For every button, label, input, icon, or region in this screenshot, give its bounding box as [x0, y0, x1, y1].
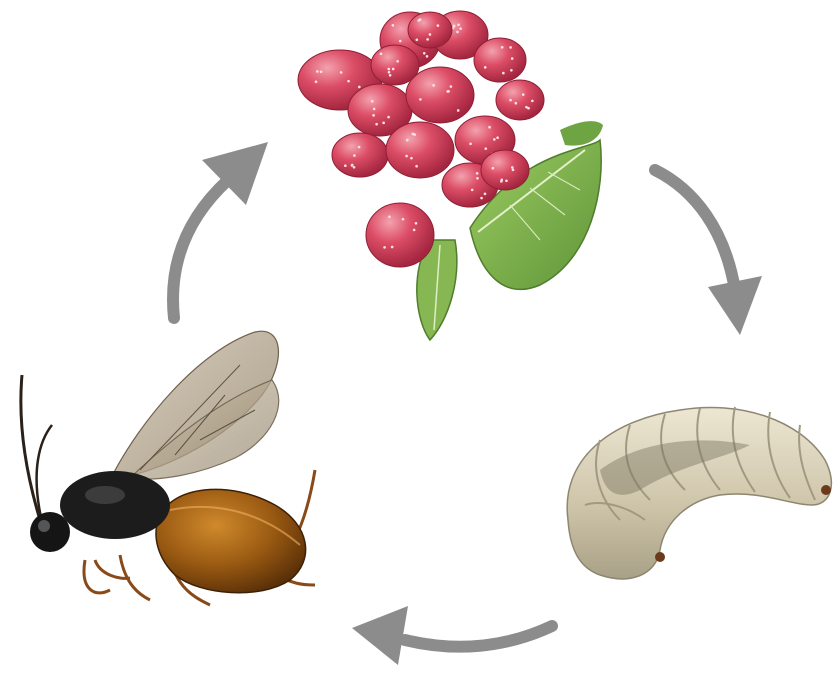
gall-hair [457, 24, 460, 27]
gall-hair [415, 165, 418, 168]
gall-hair [426, 38, 429, 41]
gall-hair [340, 71, 343, 74]
gall-hair [423, 52, 426, 55]
gall-hair [509, 46, 512, 49]
gall-hair [510, 69, 513, 72]
gall-hair [415, 222, 418, 225]
gall-hair [480, 197, 483, 200]
gall-hair [511, 57, 514, 60]
gall-hair [419, 98, 422, 101]
gall-hair [515, 102, 518, 105]
gall-hair [358, 146, 361, 149]
gall-hair [413, 229, 416, 232]
gall-hair [402, 218, 405, 221]
gall-hair [316, 70, 319, 73]
gall-hair [383, 246, 386, 249]
gall-hair [484, 147, 487, 150]
arrow-adult-to-gall [173, 142, 268, 318]
gall-hair [488, 126, 491, 129]
gall-hair [353, 154, 356, 157]
gall-bump [371, 45, 419, 85]
gall-bump [332, 133, 388, 177]
gall-hair [351, 164, 354, 167]
gall-hair [353, 166, 356, 169]
gall-hair [484, 193, 487, 196]
gall-hair [391, 246, 394, 249]
gall-hair [501, 46, 504, 49]
gall-hair [382, 122, 385, 125]
gall-hair [405, 155, 408, 158]
gall-bump [481, 150, 529, 190]
gall-hair [531, 100, 534, 103]
gall-hair [375, 123, 378, 126]
gall-hair [388, 216, 391, 219]
gall-hair [492, 167, 495, 170]
gall-hair [392, 68, 395, 71]
gall-hair [380, 53, 383, 56]
gall-hair [406, 139, 409, 142]
gall-hair [426, 55, 429, 58]
gall-hair [502, 72, 505, 75]
gall-hair [447, 90, 450, 93]
gall-hair [429, 33, 432, 36]
gall-bump [496, 80, 544, 120]
gall-hair [315, 80, 318, 83]
gall-hair [512, 169, 515, 172]
gall-wasp-icon [21, 331, 315, 605]
gall-hair [476, 177, 479, 180]
gall-hair [476, 172, 479, 175]
gall-hair [399, 40, 402, 43]
gall-hair [496, 136, 499, 139]
gall-hair [432, 84, 435, 87]
larva-icon [567, 407, 831, 579]
gall-bump [408, 12, 452, 48]
gall-hair [484, 66, 487, 69]
gall-hair [453, 25, 456, 28]
arrow-gall-to-larva [655, 170, 762, 335]
gall-hair [389, 74, 392, 77]
gall-hair [471, 189, 474, 192]
gall-bump [474, 38, 526, 82]
gall-hair [459, 27, 462, 30]
gall-hair [388, 71, 391, 74]
gall-hair [493, 138, 496, 141]
gall-hair [371, 100, 374, 103]
gall-bump [406, 67, 474, 123]
gall-hair [373, 108, 376, 111]
gall-hair [387, 68, 390, 71]
gall-hair [392, 24, 395, 27]
gall-hair [413, 133, 416, 136]
gall-hair [396, 60, 399, 63]
gall-hair [320, 70, 323, 73]
gall-hair [410, 157, 413, 160]
gall-bump [386, 122, 454, 178]
gall-hair [509, 99, 512, 102]
gall-bump [366, 203, 434, 267]
gall-hair [456, 31, 459, 34]
gall-hair [511, 166, 514, 169]
gall-hair [505, 179, 508, 182]
gall-hair [437, 24, 440, 27]
gall-hair [469, 142, 472, 145]
gall-hair [500, 179, 503, 182]
gall-hair [522, 93, 525, 96]
gall-hair [416, 38, 419, 41]
gall-hair [527, 107, 530, 110]
gall-hair [344, 164, 347, 167]
gall-hair [457, 109, 460, 112]
gall-hair [358, 86, 361, 89]
rose-gall-icon [298, 11, 603, 340]
gall-hair [417, 19, 420, 22]
gall-hair [347, 80, 350, 83]
gall-hair [450, 85, 453, 88]
gall-hair [372, 114, 375, 117]
gall-hair [387, 116, 390, 119]
arrow-larva-to-adult [352, 606, 552, 665]
